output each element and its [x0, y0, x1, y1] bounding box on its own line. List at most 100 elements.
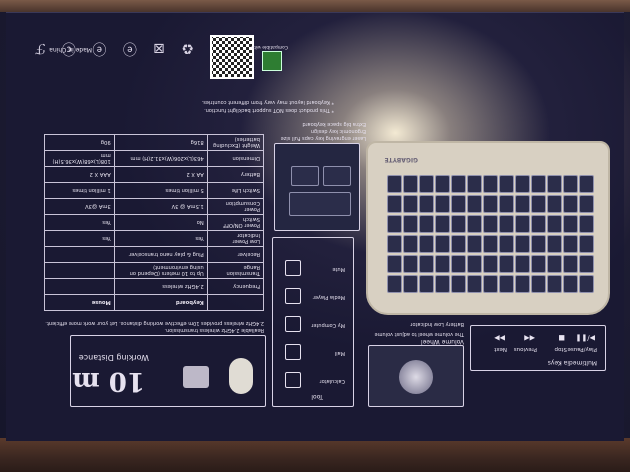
- spec-header-cell: [207, 294, 264, 311]
- volume-wheel: [399, 360, 433, 394]
- volume-wheel-photo: [368, 345, 464, 407]
- spec-cell: 816g: [114, 134, 208, 151]
- spec-cell: 1 million times: [44, 182, 115, 199]
- keyboard-key: [435, 275, 450, 293]
- keyboard-key: [403, 255, 418, 273]
- keyboard-key: [467, 195, 482, 213]
- keyboard-key: [547, 195, 562, 213]
- spec-cell: Yes: [44, 230, 115, 247]
- keyboard-key: [499, 255, 514, 273]
- certification-logos: ♻ ⊠ ⓔ ⓔ ⓒ ℱ: [28, 40, 194, 56]
- hotkey-label: Mail: [334, 350, 345, 356]
- keyboard-key: [531, 215, 546, 233]
- keyboard-key: [515, 195, 530, 213]
- receiver-icon: [183, 366, 209, 388]
- keyboard-key: [547, 215, 562, 233]
- keyboard-key: [483, 175, 498, 193]
- spec-cell: Plug & play nano transceiver: [114, 246, 208, 263]
- volume-title: Volume Wheel: [420, 338, 464, 345]
- spec-cell: Weight (Excluding batteries): [207, 134, 264, 151]
- hotkey-label: Mute: [332, 266, 345, 272]
- keyboard-key: [499, 195, 514, 213]
- keyboard-key: [515, 215, 530, 233]
- spec-cell: 1.5mA @ 3V: [114, 198, 208, 215]
- spec-cell: Power Consumption: [207, 198, 264, 215]
- keyboard-key: [387, 255, 402, 273]
- keyboard-key: [531, 195, 546, 213]
- keyboard-key: [579, 175, 594, 193]
- hotkey-label: Media Player: [312, 294, 345, 300]
- keyboard-key: [419, 255, 434, 273]
- keyboard-key: [451, 215, 466, 233]
- spec-cell: Battery: [207, 166, 264, 183]
- keyboard-key: [547, 175, 562, 193]
- keyboard-key: [579, 255, 594, 273]
- keyboard-key: [403, 275, 418, 293]
- spec-cell: [44, 262, 115, 279]
- multimedia-key-icon: ▶▶: [494, 334, 505, 342]
- keyboard-key: [435, 175, 450, 193]
- keyboard-key: [579, 215, 594, 233]
- keyboard-key: [483, 195, 498, 213]
- keyboard-key: [515, 235, 530, 253]
- spec-cell: Up to 10 meters (Depend on using environ…: [114, 262, 208, 279]
- note-layout: * Keyboard layout may vary from differen…: [201, 99, 334, 105]
- hotkey-icon: [285, 344, 301, 360]
- keyboard-key: [563, 255, 578, 273]
- wooden-table-bottom: [0, 438, 630, 472]
- keyboard-key: [387, 235, 402, 253]
- distance-value: 10 m: [72, 366, 145, 396]
- multimedia-key-label: Play/Pause: [567, 346, 598, 352]
- keyboard-key: [515, 275, 530, 293]
- keyboard-key: [563, 275, 578, 293]
- spec-cell: 463(L)x206(W)x31.2(H) mm: [114, 150, 208, 167]
- keyboard-key: [579, 235, 594, 253]
- spec-header-cell: Keyboard: [114, 294, 208, 311]
- key-closeup: [323, 166, 351, 186]
- keyboard-key: [403, 175, 418, 193]
- keyboard-key: [419, 275, 434, 293]
- keyboard-key: [419, 235, 434, 253]
- distance-desc-1: Realiable 2.4GHz wireless transmission.: [164, 327, 264, 333]
- spec-cell: Switch Life: [207, 182, 264, 199]
- keyboard-key: [451, 275, 466, 293]
- qr-code: [210, 35, 254, 79]
- keyboard-key: [467, 175, 482, 193]
- keyboard-key: [435, 255, 450, 273]
- space-caption-2: Ergonomic key design: [310, 128, 366, 134]
- keyboard-image: GIGABYTE: [366, 141, 610, 315]
- keyboard-key: [531, 175, 546, 193]
- keyboard-key: [403, 195, 418, 213]
- multimedia-key-label: Next: [494, 346, 507, 352]
- keyboard-key: [499, 215, 514, 233]
- hotkey-label: Calculator: [319, 378, 345, 384]
- keyboard-key: [451, 195, 466, 213]
- keyboard-key: [531, 275, 546, 293]
- battery-low-label: Battery Low Indicator: [410, 321, 464, 327]
- keyboard-key: [515, 255, 530, 273]
- keyboard-key: [403, 215, 418, 233]
- space-caption-1: Laser engraving key caps Full size: [280, 135, 366, 141]
- keyboard-key: [451, 175, 466, 193]
- upside-down-printing: Made in China ♻ ⊠ ⓔ ⓔ ⓒ ℱ Compatible wit…: [6, 13, 624, 441]
- wooden-table-top: [0, 0, 630, 12]
- keyboard-key: [483, 235, 498, 253]
- working-distance-panel: 10 m Working Distance: [70, 335, 266, 407]
- keyboard-key: [467, 235, 482, 253]
- note-backlight: * This product does NOT support backligh…: [204, 107, 334, 113]
- keyboard-key: [515, 175, 530, 193]
- keyboard-key: [531, 235, 546, 253]
- keyboard-key: [483, 275, 498, 293]
- keyboard-key: [435, 195, 450, 213]
- keyboard-key: [419, 175, 434, 193]
- key-closeup: [291, 166, 319, 186]
